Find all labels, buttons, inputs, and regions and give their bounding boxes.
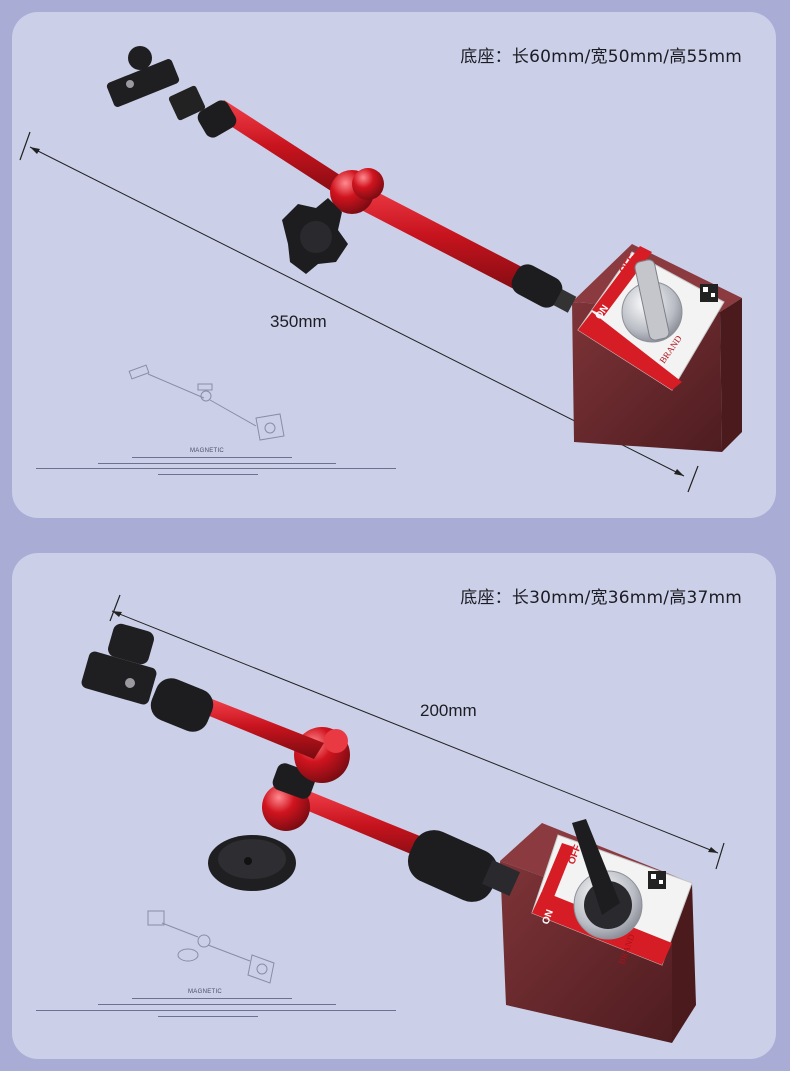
base-dimensions-text: 底座：长30mm/宽36mm/高37mm bbox=[460, 588, 742, 608]
magnetic-stand-illustration: ON OFF BRAND bbox=[36, 594, 725, 1043]
thumbnail-sketch bbox=[147, 910, 275, 984]
magnetic-base bbox=[572, 244, 742, 452]
length-label: 200mm bbox=[420, 701, 477, 720]
thumbnail-label: MAGNETIC bbox=[188, 989, 223, 995]
base-on-label: ON bbox=[540, 908, 555, 926]
product-panel-large: ON OFF BRAND bbox=[12, 12, 776, 518]
thumbnail-sketch bbox=[128, 364, 285, 441]
articulated-arm bbox=[106, 46, 577, 313]
articulated-arm bbox=[81, 623, 520, 902]
dimension-line bbox=[109, 594, 725, 870]
thumbnail-label: MAGNETIC bbox=[190, 448, 225, 454]
fine-print-lines bbox=[36, 457, 396, 475]
product-panel-small: ON OFF BRAND bbox=[12, 553, 776, 1059]
magnetic-stand-illustration: ON OFF BRAND bbox=[19, 46, 742, 493]
base-dimensions-text: 底座：长60mm/宽50mm/高55mm bbox=[460, 47, 742, 67]
fine-print-lines bbox=[36, 998, 396, 1017]
magnetic-base bbox=[500, 819, 696, 1043]
length-label: 350mm bbox=[270, 312, 327, 331]
